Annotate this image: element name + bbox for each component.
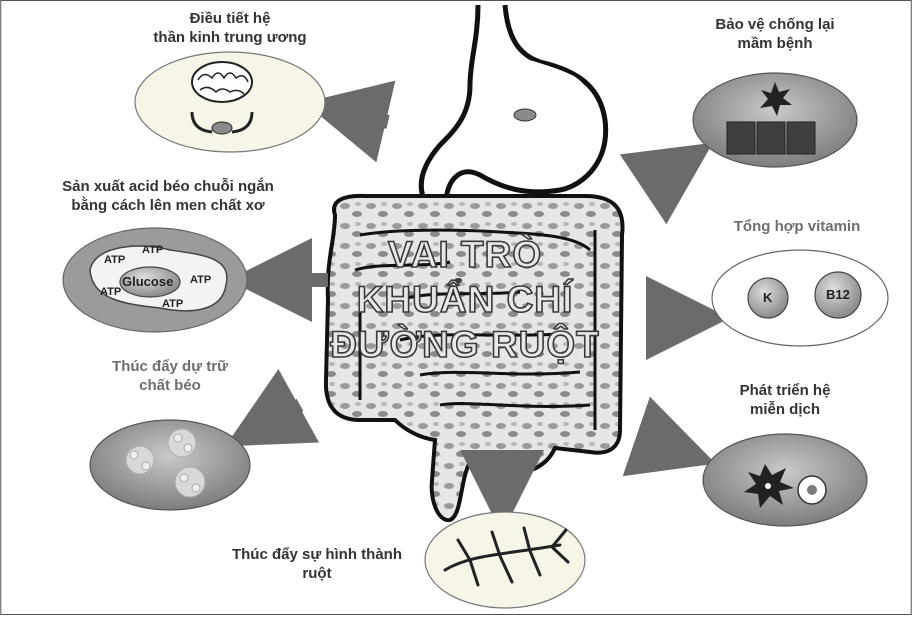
title-line: VAI TRÒ xyxy=(300,232,630,277)
scfa-label-line: bằng cách lên men chất xơ xyxy=(28,197,308,216)
arrow-to-cns xyxy=(345,112,388,122)
cns-ellipse xyxy=(135,52,325,152)
pathogen-ellipse xyxy=(693,73,857,167)
stomach-illustration xyxy=(421,5,605,210)
immune-label-line: Phát triển hệ xyxy=(710,382,860,401)
immune-label: Phát triển hệ miễn dịch xyxy=(710,382,860,420)
atp-label: ATP xyxy=(100,286,121,298)
gut-formation-ellipse xyxy=(425,512,585,608)
immune-label-line: miễn dịch xyxy=(710,401,860,420)
vitamin-ellipse xyxy=(712,250,888,346)
gut-formation-label-line: Thúc đẩy sự hình thành xyxy=(212,546,422,565)
cns-label-line: Điều tiết hệ xyxy=(120,10,340,29)
atp-label: ATP xyxy=(142,244,163,256)
epithelium-icon xyxy=(727,122,815,154)
gut-formation-label-line: ruột xyxy=(212,565,422,584)
cns-label: Điều tiết hệ thần kinh trung ương xyxy=(120,10,340,48)
title-line: ĐƯỜNG RUỘT xyxy=(300,322,630,367)
vitamin-label-line: Tổng hợp vitamin xyxy=(712,218,882,237)
atp-label: ATP xyxy=(190,274,211,286)
pathogen-label-line: mầm bệnh xyxy=(690,35,860,54)
glucose-label: Glucose xyxy=(122,274,173,289)
title-line: KHUẨN CHÍ xyxy=(300,277,630,322)
center-title: VAI TRÒ KHUẨN CHÍ ĐƯỜNG RUỘT xyxy=(300,232,630,367)
fat-ellipse xyxy=(90,420,250,510)
scfa-label: Sản xuất acid béo chuỗi ngắn bằng cách l… xyxy=(28,178,308,216)
fat-label-line: Thúc đẩy dự trữ xyxy=(80,358,260,377)
fat-label-line: chất béo xyxy=(80,377,260,396)
atp-label: ATP xyxy=(104,254,125,266)
cns-label-line: thần kinh trung ương xyxy=(120,29,340,48)
atp-label: ATP xyxy=(162,298,183,310)
fat-label: Thúc đẩy dự trữ chất béo xyxy=(80,358,260,396)
arrow-to-pathogen xyxy=(645,166,678,188)
pathogen-label-line: Bảo vệ chống lại xyxy=(690,16,860,35)
pathogen-label: Bảo vệ chống lại mầm bệnh xyxy=(690,16,860,54)
vitamin-b12-label: B12 xyxy=(826,287,850,302)
scfa-label-line: Sản xuất acid béo chuỗi ngắn xyxy=(28,178,308,197)
vitamin-k-label: K xyxy=(763,290,772,305)
arrow-to-fat xyxy=(262,405,300,426)
immune-ellipse xyxy=(703,434,867,526)
arrow-to-immune xyxy=(638,437,676,450)
gut-formation-label: Thúc đẩy sự hình thành ruột xyxy=(212,546,422,584)
vitamin-label: Tổng hợp vitamin xyxy=(712,218,882,237)
